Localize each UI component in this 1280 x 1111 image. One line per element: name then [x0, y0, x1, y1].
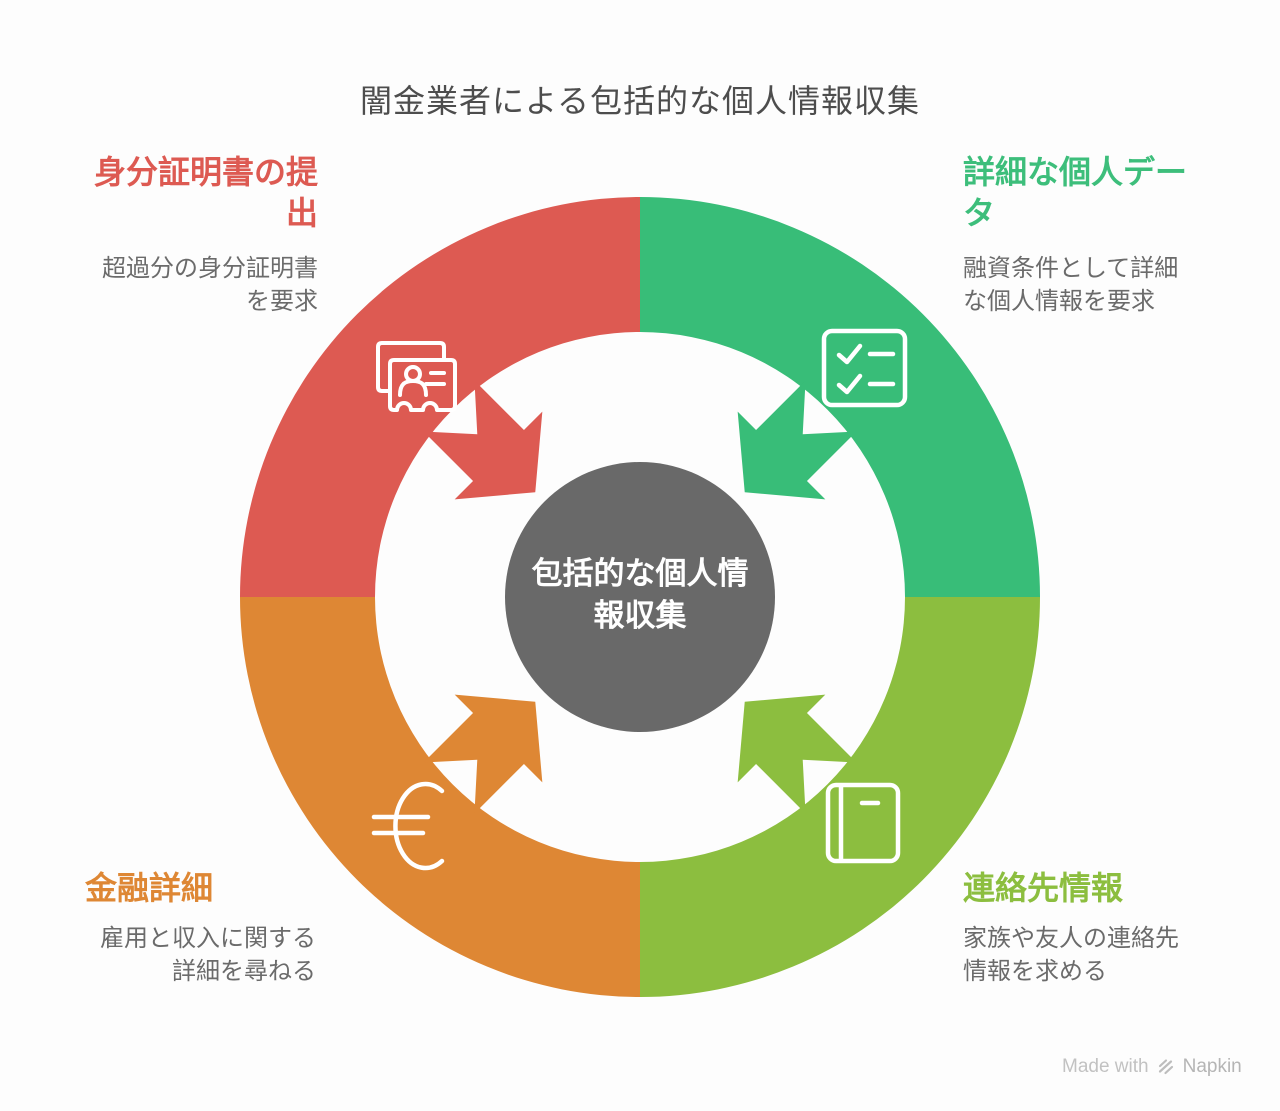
- id-card-icon: [376, 341, 457, 412]
- section-personal-data: 詳細な個人デー タ 融資条件として詳細 な個人情報を要求: [963, 152, 1225, 318]
- section-body-personal-data: 融資条件として詳細 な個人情報を要求: [963, 255, 1179, 315]
- segment-id-documents: [240, 197, 640, 597]
- segment-personal-data: [640, 197, 1040, 597]
- address-book-icon: [825, 782, 901, 864]
- section-id-documents: 身分証明書の提 出 超過分の身分証明書 を要求: [60, 152, 318, 318]
- section-financial-details: 金融詳細 雇用と収入に関する 詳細を尋ねる: [60, 868, 316, 988]
- arrow-top-right-inward: [737, 380, 857, 500]
- section-body-financial-details: 雇用と収入に関する 詳細を尋ねる: [100, 925, 316, 985]
- diagram-title: 闇金業者による包括的な個人情報収集: [359, 83, 921, 119]
- section-body-id-documents: 超過分の身分証明書 を要求: [102, 255, 318, 315]
- section-heading-personal-data: 詳細な個人デー タ: [963, 154, 1188, 231]
- section-contact-info: 連絡先情報 家族や友人の連絡先 情報を求める: [963, 868, 1215, 988]
- checklist-icon: [821, 328, 908, 408]
- euro-icon: [371, 781, 445, 871]
- napkin-logo-icon: [1158, 1059, 1173, 1075]
- arrow-top-left-inward: [423, 380, 543, 500]
- center-hub-label: 包括的な個人情 報収集: [531, 556, 749, 633]
- section-heading-id-documents: 身分証明書の提 出: [93, 154, 318, 231]
- section-heading-contact-info: 連絡先情報: [963, 870, 1124, 906]
- arrow-bottom-left-inward: [423, 694, 543, 814]
- center-hub-circle: [505, 462, 775, 732]
- section-heading-financial-details: 金融詳細: [85, 870, 214, 906]
- watermark-brand: Napkin: [1182, 1056, 1242, 1077]
- watermark-text: Made with: [1062, 1056, 1149, 1077]
- segment-financial-details: [240, 597, 640, 997]
- section-body-contact-info: 家族や友人の連絡先 情報を求める: [963, 925, 1179, 985]
- arrow-bottom-right-inward: [737, 694, 857, 814]
- watermark: Made with Napkin: [1062, 1056, 1242, 1078]
